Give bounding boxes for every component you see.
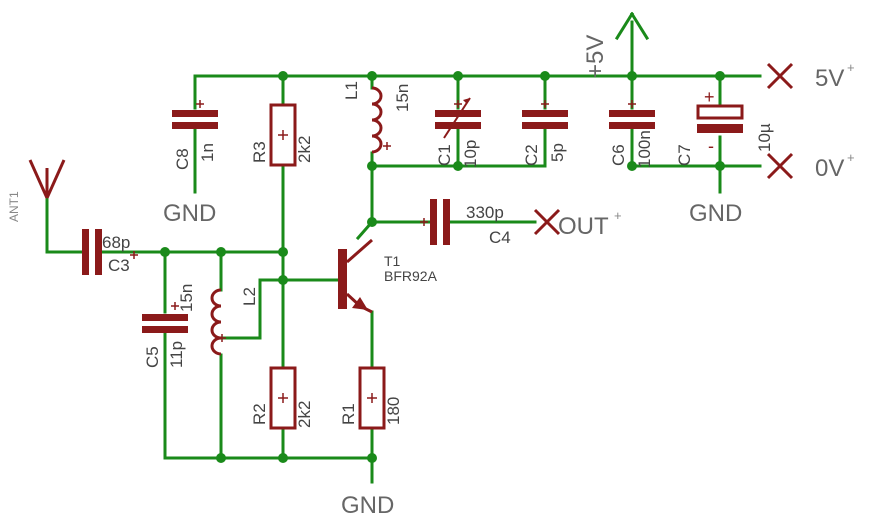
- l1-value: 15n: [393, 84, 412, 112]
- c3-value: 68p: [102, 233, 130, 252]
- capacitor-c7: + - C7 10µ: [675, 87, 774, 166]
- r3-value: 2k2: [295, 136, 314, 163]
- r1-value: 180: [384, 397, 403, 425]
- l1-name: L1: [342, 81, 361, 100]
- connector-0v: 0V +: [766, 150, 855, 182]
- capacitor-c5: C5 11p: [142, 302, 188, 368]
- c7-minus: -: [708, 136, 714, 156]
- out-plus: +: [614, 208, 622, 223]
- c2-value: 5p: [548, 143, 567, 162]
- resistor-r1: R1 180: [339, 366, 403, 430]
- r2-name: R2: [250, 403, 269, 425]
- inductor-l1: L1 15n: [342, 81, 412, 154]
- capacitor-c2: C2 5p: [522, 100, 568, 166]
- c1-name: C1: [435, 144, 454, 166]
- gnd-label-left: GND: [163, 200, 216, 227]
- inductor-l2: 15n L2: [177, 284, 259, 356]
- plus5v-label: +5V: [582, 35, 609, 78]
- r1-name: R1: [339, 403, 358, 425]
- c4-name: C4: [489, 228, 511, 247]
- gnd-label-bottom: GND: [341, 492, 394, 519]
- c2-name: C2: [522, 144, 541, 166]
- c7-value: 10µ: [755, 123, 774, 152]
- c7-name: C7: [675, 144, 694, 166]
- supply-arrow-icon: +5V: [582, 11, 650, 78]
- l2-value: 15n: [177, 284, 196, 312]
- capacitor-c6: C6 100n: [609, 100, 655, 168]
- connector-5v: 5V +: [766, 60, 855, 92]
- resistor-r2: R2 2k2: [250, 366, 314, 430]
- c6-name: C6: [609, 144, 628, 166]
- v0-label: 0V: [815, 155, 844, 182]
- v5-label: 5V: [815, 65, 844, 92]
- capacitor-c1: C1 10p: [435, 97, 481, 168]
- r2-value: 2k2: [295, 401, 314, 428]
- capacitor-c4: 330p C4: [420, 199, 511, 247]
- t1-name: T1: [384, 253, 401, 269]
- r3-name: R3: [250, 141, 269, 163]
- gnd-label-right: GND: [689, 200, 742, 227]
- antenna-name: ANT1: [7, 191, 21, 222]
- c5-value: 11p: [167, 341, 186, 368]
- c3-name: C3: [108, 256, 130, 275]
- c6-value: 100n: [635, 130, 654, 168]
- connector-out: OUT +: [533, 208, 622, 240]
- c8-name: C8: [173, 148, 192, 170]
- t1-value: BFR92A: [384, 268, 438, 284]
- transistor-t1: T1 BFR92A: [338, 238, 438, 314]
- capacitor-c8: C8 1n: [172, 100, 218, 170]
- v5-plus: +: [847, 60, 855, 75]
- l2-name: L2: [240, 287, 259, 306]
- v0-plus: +: [847, 150, 855, 165]
- c8-value: 1n: [198, 143, 217, 162]
- out-label: OUT: [558, 213, 609, 240]
- c7-plus: +: [704, 87, 715, 107]
- antenna-icon: ANT1: [7, 159, 66, 222]
- junctions: [160, 71, 725, 463]
- c5-name: C5: [143, 346, 162, 368]
- capacitor-c3: 68p C3: [82, 229, 138, 275]
- c1-value: 10p: [461, 140, 480, 168]
- resistor-r3: R3 2k2: [250, 103, 314, 167]
- c4-value: 330p: [466, 203, 504, 222]
